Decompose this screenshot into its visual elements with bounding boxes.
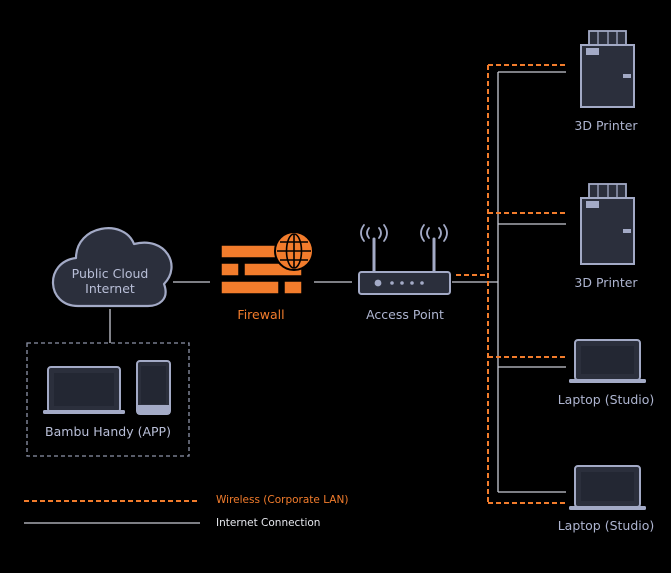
tablet-icon	[136, 360, 171, 415]
cloud-icon	[51, 227, 173, 308]
laptop-icon	[569, 465, 646, 510]
wireless-connections	[456, 64, 566, 504]
legend-wireless-label: Wireless (Corporate LAN)	[216, 494, 349, 506]
internet-connections	[109, 71, 566, 493]
printer-1-label: 3D Printer	[574, 118, 638, 133]
laptop-icon	[569, 339, 646, 383]
laptop-2-label: Laptop (Studio)	[557, 518, 655, 533]
laptop-icon	[43, 366, 125, 414]
cloud-label-line-2: Internet	[85, 281, 135, 296]
app-group-label: Bambu Handy (APP)	[45, 424, 171, 439]
wifi-signal-icon	[360, 224, 448, 242]
router-icon	[358, 237, 451, 295]
app-group-box	[26, 342, 190, 457]
globe-icon	[274, 231, 314, 271]
printer-icon	[580, 30, 635, 108]
firewall-label: Firewall	[237, 307, 285, 322]
printer-icon	[580, 183, 635, 265]
legend-internet-label: Internet Connection	[216, 517, 321, 529]
cloud-label: Public Cloud Internet	[55, 266, 165, 296]
laptop-1-label: Laptop (Studio)	[557, 392, 655, 407]
access-point-label: Access Point	[366, 307, 444, 322]
cloud-label-line-1: Public Cloud	[71, 266, 149, 281]
printer-2-label: 3D Printer	[574, 275, 638, 290]
